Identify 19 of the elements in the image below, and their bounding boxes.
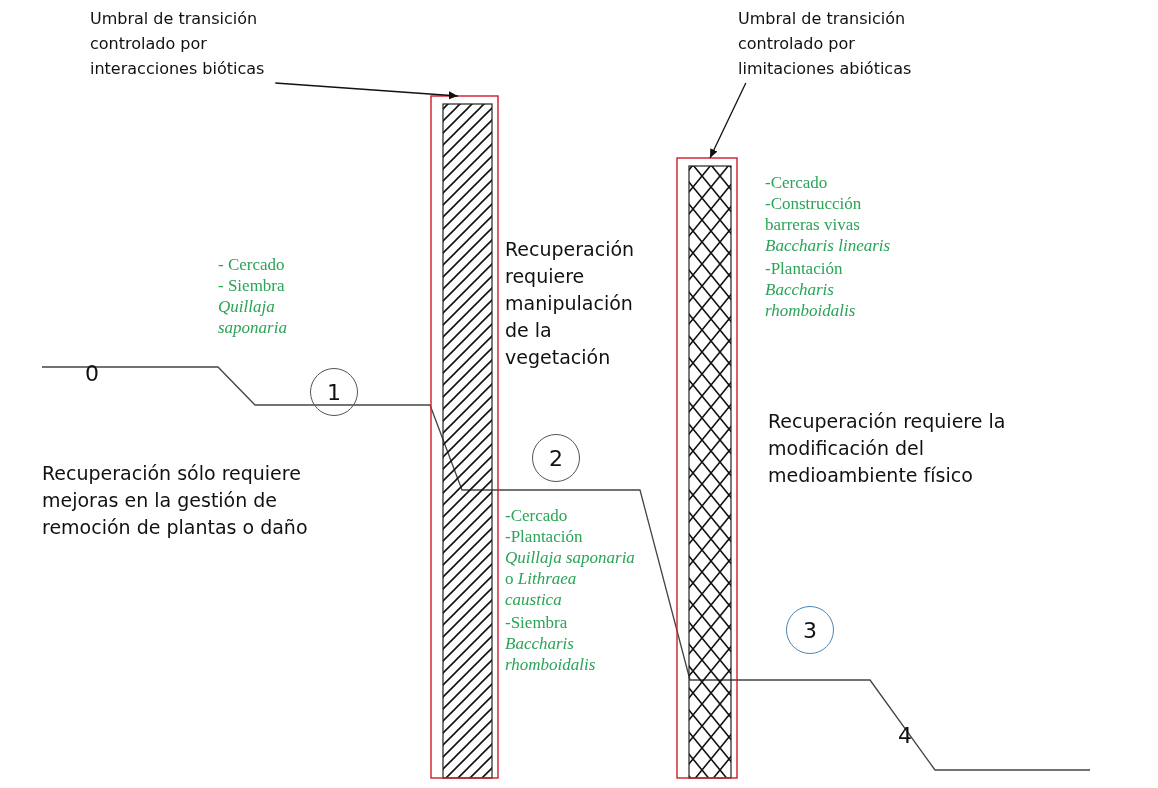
treatment-text: -Siembra Baccharis rhomboidalis xyxy=(505,612,597,675)
treatment-text: -Cercado xyxy=(765,172,829,193)
treatment-text: -Plantación Baccharis rhomboidalis xyxy=(765,258,857,321)
treatment-text: -Cercado xyxy=(505,505,569,526)
threshold-bar xyxy=(676,157,738,779)
treatment-text: -Construcción barreras vivas Baccharis linearis xyxy=(765,193,892,256)
treatment-text: - Siembra Quillaja saponaria xyxy=(218,275,288,338)
recovery-note: Recuperación sólo requiere mejoras en la gestión de remoción de plantas o daño xyxy=(42,461,309,540)
state-number: 4 xyxy=(898,722,912,749)
treatment-text: - Cercado xyxy=(218,254,286,275)
threshold-callout-text: Umbral de transición controlado por interacciones bióticas xyxy=(90,6,285,81)
threshold-bar xyxy=(430,95,499,779)
recovery-note: Recuperación requiere la modificación del medioambiente físico xyxy=(768,409,1007,488)
treatment-text: -Plantación Quillaja saponaria o Lithraea caustica xyxy=(505,526,635,610)
state-number: 0 xyxy=(85,360,99,387)
threshold-callout-text: Umbral de transición controlado por limitaciones abióticas xyxy=(738,6,933,81)
arrow xyxy=(709,82,747,159)
arrow xyxy=(274,82,459,100)
recovery-note: Recuperación requiere manipulación de la vegetación xyxy=(505,237,636,370)
